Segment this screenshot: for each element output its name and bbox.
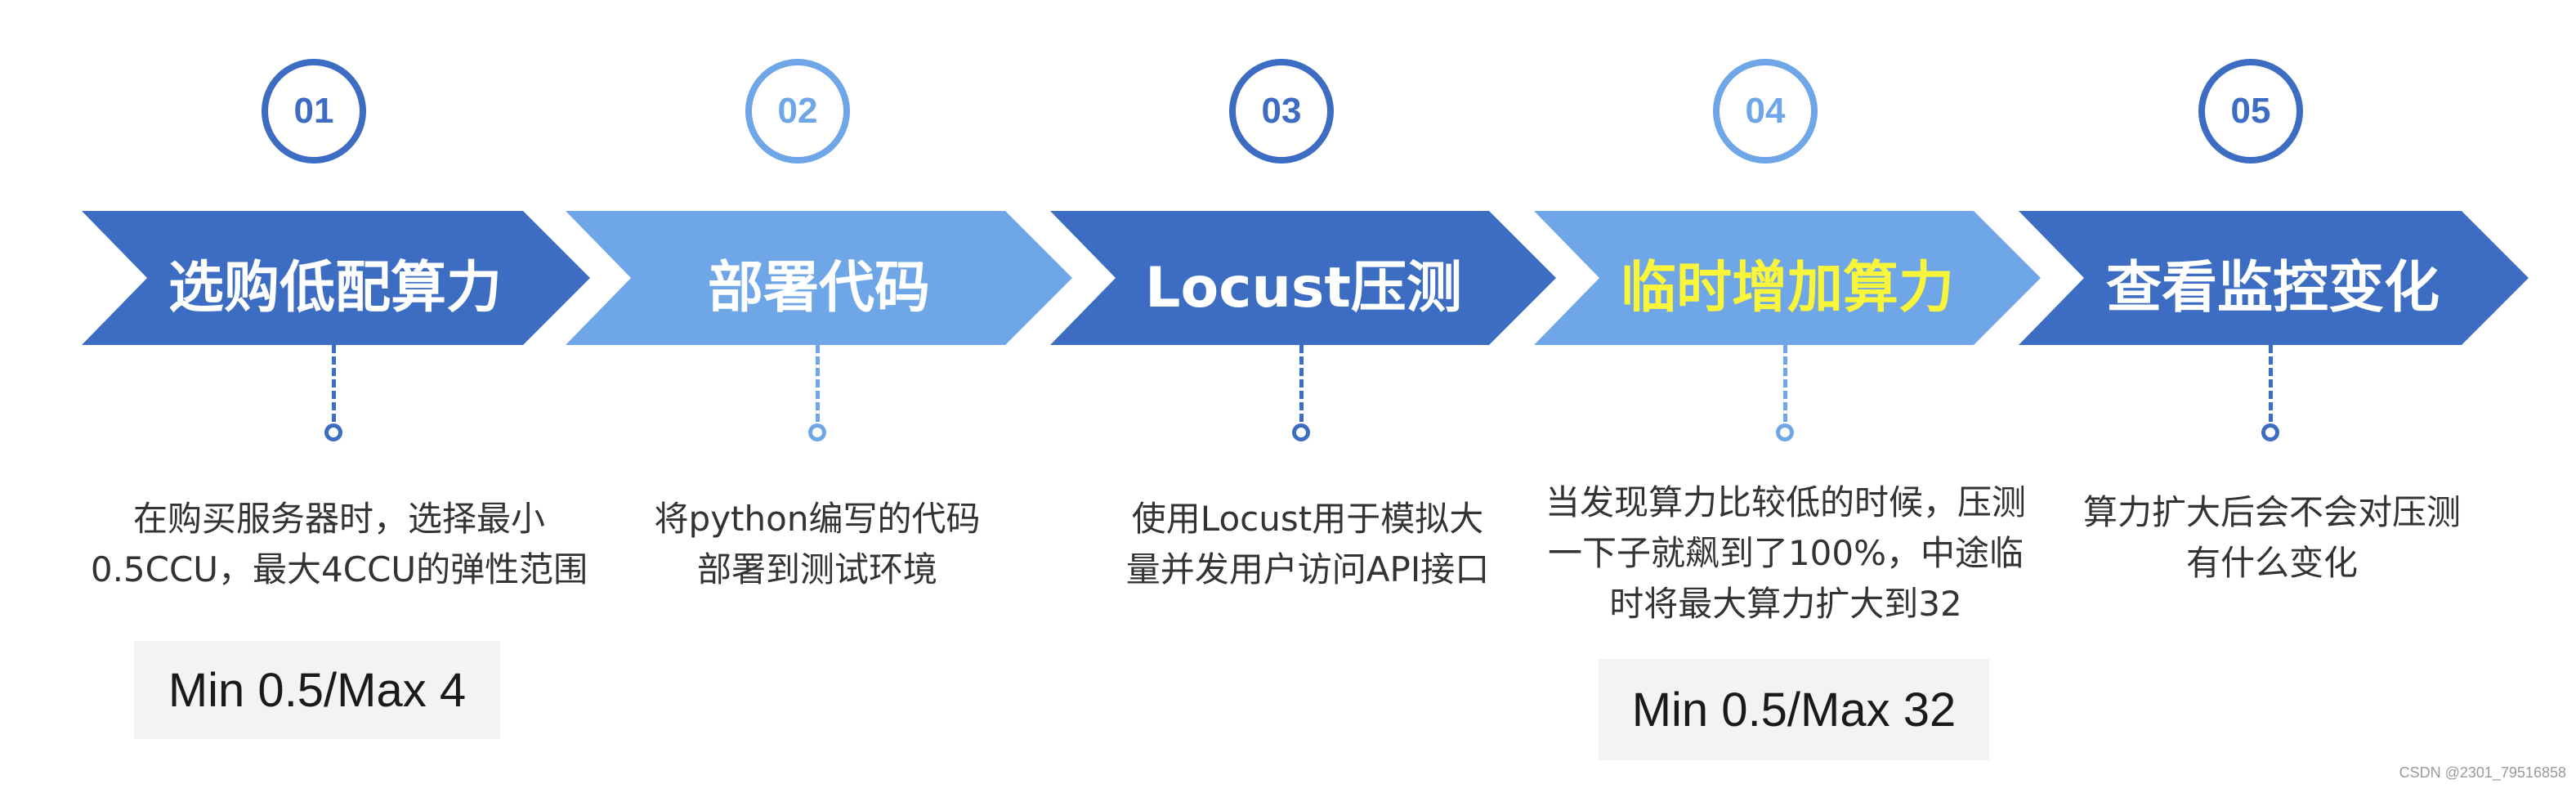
step-5-description-line-1: 算力扩大后会不会对压测 [2082,492,2461,532]
step-3-description-line-1: 使用Locust用于模拟大 [1131,499,1484,539]
step-1-description-line-1: 在购买服务器时，选择最小 [132,499,545,539]
step-4-number: 04 [1745,91,1786,131]
step-1-arrow [82,211,590,345]
step-2-connector [816,345,820,422]
step-4-description-line-3: 时将最大算力扩大到32 [1609,584,1962,624]
step-1-description-line-2: 0.5CCU，最大4CCU的弹性范围 [90,549,588,589]
step-4-number-circle: 04 [1713,59,1818,164]
step-5-connector [2269,345,2273,422]
step-3-arrow [1050,211,1556,345]
step-4-connector [1783,345,1787,422]
step-2-arrow [566,211,1072,345]
step-3-number: 03 [1261,91,1302,131]
step-2-dot [808,423,826,441]
step-3-description-line-2: 量并发用户访问API接口 [1125,549,1490,589]
step-1-number: 01 [293,91,334,131]
step-2-description-line-2: 部署到测试环境 [696,549,937,589]
step-5-description: 算力扩大后会不会对压测 有什么变化 [2027,487,2517,589]
step-4-dot [1776,423,1794,441]
step-3-connector [1299,345,1304,422]
step-2-number: 02 [777,91,818,131]
step-4-title: 临时增加算力 [1620,255,1954,320]
step-1-description: 在购买服务器时，选择最小 0.5CCU，最大4CCU的弹性范围 [33,494,646,595]
step-5-title: 查看监控变化 [2105,255,2440,320]
step-5-number: 05 [2230,91,2271,131]
step-2-number-circle: 02 [745,59,850,164]
step-2-title: 部署代码 [707,255,930,320]
step-5-description-line-2: 有什么变化 [2185,543,2358,583]
step-4-tag: Min 0.5/Max 32 [1599,659,1989,760]
watermark: CSDN @2301_79516858 [2399,764,2566,781]
step-2-description-line-1: 将python编写的代码 [654,499,981,539]
step-4-description: 当发现算力比较低的时候，压测 一下子就飙到了100%，中途临 时将最大算力扩大到… [1504,477,2068,629]
step-4-description-line-1: 当发现算力比较低的时候，压测 [1545,482,2026,522]
step-1-title: 选购低配算力 [168,255,502,320]
step-5-arrow [2019,211,2529,345]
step-1-number-circle: 01 [262,59,366,164]
step-3-number-circle: 03 [1229,59,1334,164]
step-5-number-circle: 05 [2198,59,2303,164]
step-1-connector [332,345,336,422]
step-1-dot [324,423,342,441]
step-3-title: Locust压测 [1145,255,1462,320]
step-4-description-line-2: 一下子就飙到了100%，中途临 [1547,533,2024,573]
step-3-dot [1292,423,1310,441]
step-1-tag: Min 0.5/Max 4 [134,641,500,739]
step-4-arrow [1534,211,2041,345]
step-5-dot [2261,423,2279,441]
step-3-description: 使用Locust用于模拟大 量并发用户访问API接口 [1062,494,1553,595]
step-2-description: 将python编写的代码 部署到测试环境 [572,494,1062,595]
